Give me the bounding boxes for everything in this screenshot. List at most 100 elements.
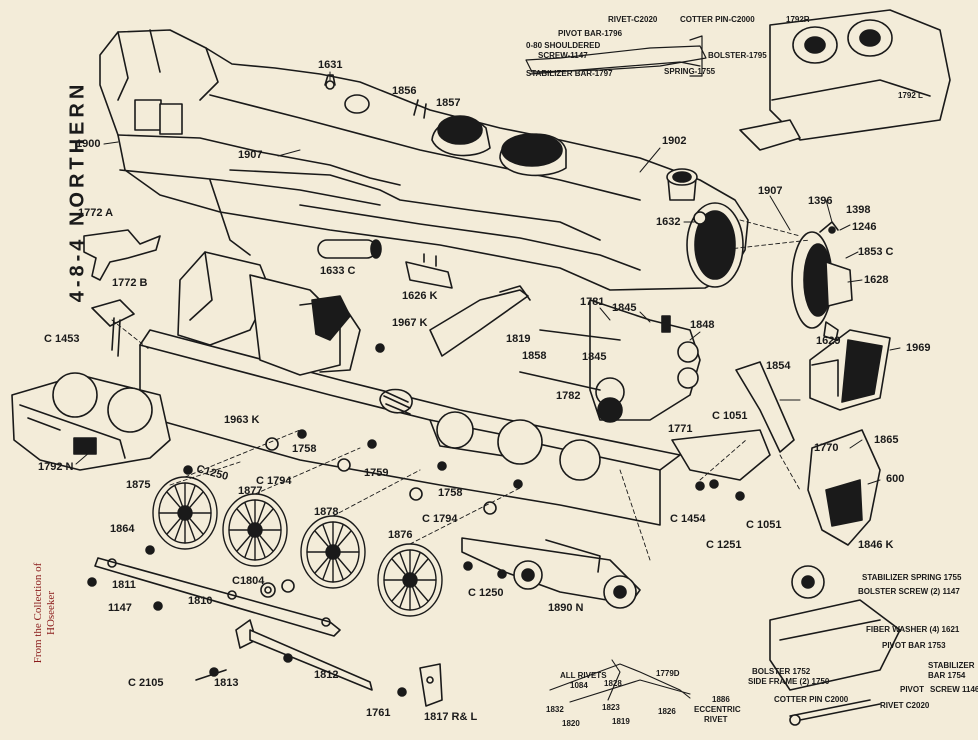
part-label: C 1250 xyxy=(468,587,504,599)
inset-label: BOLSTER-1795 xyxy=(708,51,767,60)
inset-label: SIDE FRAME (2) 1750 xyxy=(748,677,830,686)
part-label: 1782 xyxy=(556,390,581,402)
part-label: 1633 C xyxy=(320,265,356,277)
collection-credit: From the Collection of HOseeker xyxy=(32,528,58,698)
wheel-1877 xyxy=(222,493,288,567)
part-label: 1772 A xyxy=(78,207,114,219)
inset-label: ECCENTRIC xyxy=(694,705,741,714)
part-label: 1758 xyxy=(438,487,463,499)
part-label: 1631 xyxy=(318,59,343,71)
pilot-truck-1890n xyxy=(461,537,641,609)
part-label: 1813 xyxy=(214,677,239,689)
inset-label: PIVOT BAR-1796 xyxy=(558,29,623,38)
inset-label: 1819 xyxy=(612,717,630,726)
part-label: 1877 xyxy=(238,485,263,497)
tender-truck-1792 xyxy=(739,9,951,151)
inset-label: 1779D xyxy=(656,669,680,678)
inset-label: SCREW 1146 xyxy=(930,685,978,694)
part-label: C 1454 xyxy=(670,513,706,525)
part-label: 1907 xyxy=(758,185,783,197)
part-label: 1759 xyxy=(364,467,389,479)
inset-label: BOLSTER 1752 xyxy=(752,667,811,676)
inset-label: RIVET xyxy=(704,715,728,724)
part-label: 600 xyxy=(886,473,905,485)
boiler-shell xyxy=(99,29,749,291)
inset-label: RIVET-C2020 xyxy=(608,15,658,24)
valve-gear-inset xyxy=(549,659,691,703)
inset-label: 1792 L xyxy=(898,91,923,100)
stabilizer-inset xyxy=(525,35,707,77)
inset-label: 1792R xyxy=(786,15,810,24)
part-label: 1878 xyxy=(314,506,339,518)
cylinders-valve-gear xyxy=(519,299,701,423)
part-label: 1792 N xyxy=(38,461,74,473)
part-label: 1147 xyxy=(108,602,132,614)
part-label: 1811 xyxy=(112,579,136,591)
inset-label: FIBER WASHER (4) 1621 xyxy=(866,625,960,634)
part-label: 1845 xyxy=(582,351,607,363)
inset-label: STABILIZER BAR-1797 xyxy=(526,69,613,78)
wheel-1875 xyxy=(152,476,218,550)
part-label: 1848 xyxy=(690,319,715,331)
part-label: 1865 xyxy=(874,434,899,446)
inset-label: RIVET C2020 xyxy=(880,701,930,710)
credit-line-1: From the Collection of xyxy=(32,562,44,664)
inset-label: 1084 xyxy=(570,681,588,690)
part-label: 1770 xyxy=(814,442,839,454)
part-label: 1781 xyxy=(580,296,605,308)
part-label: 1819 xyxy=(506,333,531,345)
driver-wheels xyxy=(152,476,443,617)
part-label: C 2105 xyxy=(128,677,164,689)
part-label: 1890 N xyxy=(548,602,584,614)
part-label: C 1051 xyxy=(712,410,748,422)
small-parts-upper xyxy=(317,239,531,357)
part-label: 1856 xyxy=(392,85,417,97)
part-label: 1845 xyxy=(612,302,637,314)
inset-label: STABILIZER SPRING 1755 xyxy=(862,573,962,582)
inset-label: 1823 xyxy=(602,703,620,712)
washers xyxy=(265,437,497,593)
part-label: 1632 xyxy=(656,216,681,228)
inset-label: BOLSTER SCREW (2) 1147 xyxy=(858,587,960,596)
pilot-1969 xyxy=(809,329,891,411)
part-label: 1846 K xyxy=(858,539,894,551)
truck-inset xyxy=(769,565,901,726)
inset-label: 1820 xyxy=(562,719,580,728)
part-label: 1246 xyxy=(852,221,877,233)
part-label: 1900 xyxy=(76,138,101,150)
screws xyxy=(87,343,745,611)
inset-label: SPRING-1755 xyxy=(664,67,716,76)
inset-label: 0-80 SHOULDERED xyxy=(526,41,601,50)
part-label: C 1794 xyxy=(422,513,458,525)
part-label: 1963 K xyxy=(224,414,260,426)
wheel-1876 xyxy=(377,543,443,617)
trailing-truck-1792n xyxy=(11,372,171,471)
part-label: 1907 xyxy=(238,149,263,161)
part-label: 1967 K xyxy=(392,317,428,329)
motor-and-frame xyxy=(139,179,681,526)
leader-lines xyxy=(75,71,901,485)
inset-label: 1826 xyxy=(658,707,676,716)
part-label: 1812 xyxy=(314,669,339,681)
part-label: C1804 xyxy=(232,575,265,587)
smokebox-door-assembly xyxy=(791,221,853,341)
diagram-title: 4-8-4 NORTHERN xyxy=(66,80,89,303)
part-label: 1817 R& L xyxy=(424,711,478,723)
part-label: C 1051 xyxy=(746,519,782,531)
part-label: 1858 xyxy=(522,350,547,362)
part-label: 1902 xyxy=(662,135,687,147)
wheel-1878 xyxy=(300,515,366,589)
inset-label: SCREW-1147 xyxy=(538,51,588,60)
part-label: 1626 K xyxy=(402,290,438,302)
drawbar-assembly xyxy=(671,361,881,546)
part-label: 1853 C xyxy=(858,246,894,258)
part-label: 1876 xyxy=(388,529,413,541)
part-label: 1969 xyxy=(906,342,931,354)
inset-label: COTTER PIN-C2000 xyxy=(680,15,755,24)
part-label: 1398 xyxy=(846,204,871,216)
part-label: C 1794 xyxy=(256,475,292,487)
part-label: C 1453 xyxy=(44,333,80,345)
inset-label: COTTER PIN C2000 xyxy=(774,695,849,704)
